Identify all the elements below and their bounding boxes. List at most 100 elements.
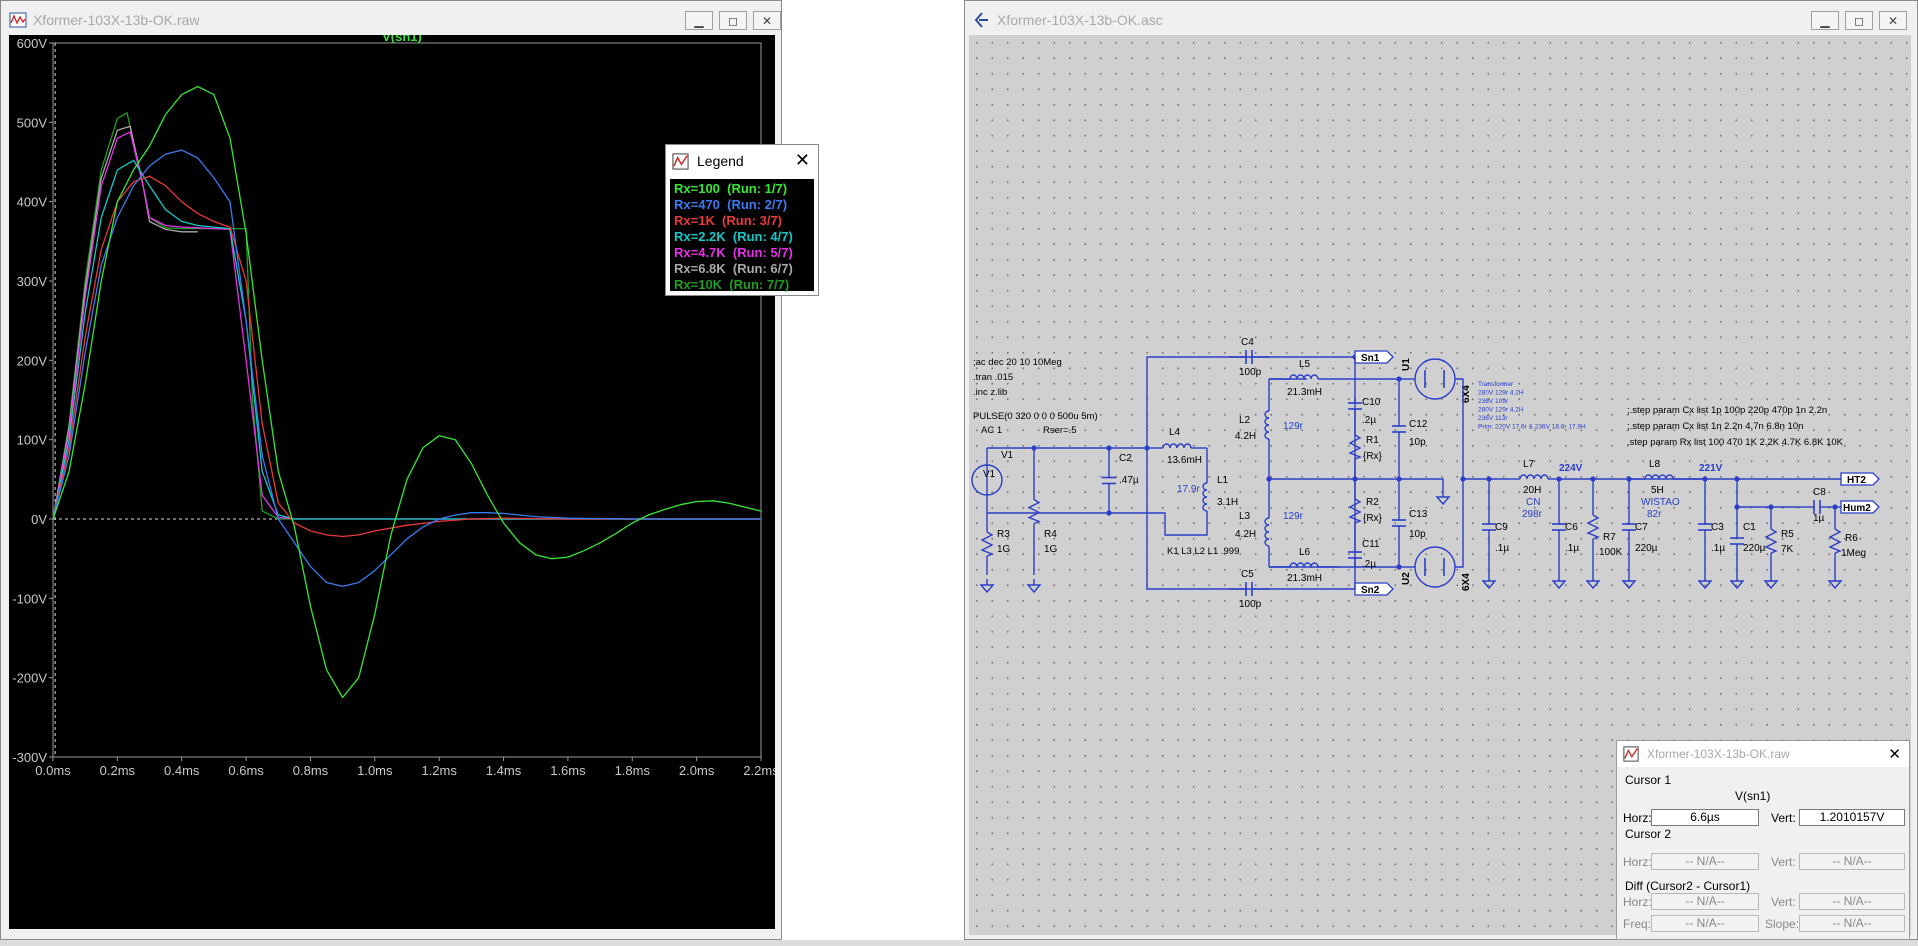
c10-label: C10 [1362,397,1381,408]
c8-value: 1µ [1813,513,1825,524]
c7-value: 220µ [1635,543,1658,554]
series-line-5[interactable] [52,131,761,520]
waveform-titlebar[interactable]: Xformer-103X-13b-OK.raw [1,1,781,39]
u2-label: U2 [1401,572,1412,585]
maximize-icon: ◻ [728,13,738,28]
u2-icon [1414,546,1456,588]
r7-label: R7 [1603,532,1616,543]
c6-value: .1µ [1565,543,1579,554]
rser-label: Rser=.5 [1043,425,1077,436]
series-line-4[interactable] [52,159,761,520]
l2-value: 4.2H [1235,431,1256,442]
x-tick-label: 0.4ms [164,763,200,778]
schematic-maximize-button[interactable]: ◻ [1845,11,1873,30]
transformer-note: 280V 129r 4.2H [1478,390,1524,397]
legend-entry[interactable]: Rx=2.2K (Run: 4/7) [674,229,793,244]
c13-label: C13 [1409,509,1428,520]
diff-slope-label: Slope: [1765,917,1800,931]
node-voltage-224: 224V [1559,463,1583,474]
r6-label: R6 [1845,533,1858,544]
coupling-directive: K1 L3 L2 L1 .999 [1167,546,1239,557]
r7-icon [1586,514,1600,540]
cursor1-horz-field[interactable]: 6.6µs [1651,809,1759,826]
waveform-close-button[interactable]: ✕ [753,11,781,30]
l1-value: 3.1H [1217,497,1238,508]
hum2-net-flag [1840,500,1880,514]
x-tick-label: 0.0ms [35,763,71,778]
transformer-note: 280V 129r 4.2H [1478,407,1524,414]
cursor-panel[interactable]: Xformer-103X-13b-OK.raw ✕ Cursor 1 V(sn1… [1616,740,1910,940]
waveform-maximize-button[interactable]: ◻ [719,11,747,30]
diff-freq-field[interactable]: -- N/A-- [1651,915,1759,932]
l4-icon [1162,443,1192,449]
legend-entry[interactable]: Rx=6.8K (Run: 6/7) [674,261,793,276]
cursor2-vert-field[interactable]: -- N/A-- [1799,853,1905,870]
u1-label: U1 [1401,358,1412,371]
diff-vert-field[interactable]: -- N/A-- [1799,893,1905,910]
legend-entry[interactable]: Rx=100 (Run: 1/7) [674,181,788,196]
r7-value: 100K [1599,547,1623,558]
legend-entry[interactable]: Rx=1K (Run: 3/7) [674,213,782,228]
legend-entry[interactable]: Rx=4.7K (Run: 5/7) [674,245,793,260]
cursor-panel-title: Xformer-103X-13b-OK.raw [1647,747,1790,761]
c4-value: 100p [1239,367,1262,378]
cursor1-label: Cursor 1 [1625,773,1672,787]
legend-entry[interactable]: Rx=10K (Run: 7/7) [674,277,790,292]
junction-dot [1266,476,1272,482]
c11-label: C11 [1362,539,1380,550]
u2-type: 6X4 [1461,573,1472,591]
cursor-panel-titlebar[interactable]: Xformer-103X-13b-OK.raw ✕ [1617,741,1909,767]
ground-icon [1763,580,1779,590]
tube-cathodes [1455,378,1464,568]
y-tick-label: 0V [31,512,47,527]
cursor1-vert-field[interactable]: 1.2010157V [1799,809,1905,826]
series-line-3[interactable] [52,175,761,538]
legend-entry[interactable]: Rx=470 (Run: 2/7) [674,197,788,212]
schematic-close-button[interactable]: ✕ [1879,11,1907,30]
diff-horz-field[interactable]: -- N/A-- [1651,893,1759,910]
waveform-minimize-button[interactable]: ▁ [685,11,713,30]
l6-icon [1289,562,1319,568]
schematic-app-icon [974,12,988,28]
series-line-1[interactable] [52,85,762,699]
ht2-net-flag [1840,472,1880,486]
c10-value: .2µ [1362,415,1376,426]
x-tick-label: 0.8ms [293,763,329,778]
l8-label: L8 [1649,459,1661,470]
l5-icon [1289,374,1319,380]
y-tick-label: -300V [12,750,47,765]
c9-value: .1µ [1495,543,1509,554]
series-line-7[interactable] [52,112,761,520]
series-line-2[interactable] [52,149,761,588]
r6-icon [1828,528,1842,554]
ht2-label: HT2 [1847,475,1866,486]
cursor1-horz-label: Horz: [1623,811,1652,825]
l7-label: L7 [1523,459,1535,470]
x-tick-label: 1.2ms [421,763,457,778]
legend-header[interactable]: Legend ✕ [666,145,818,177]
v1-label: V1 [983,469,996,480]
schematic-window[interactable]: Xformer-103X-13b-OK.asc ▁ ◻ ✕ ;ac dec 20… [964,0,1918,940]
cursor-panel-close-icon[interactable]: ✕ [1888,746,1901,763]
legend-close-icon[interactable]: ✕ [794,150,810,170]
legend-window[interactable]: Legend ✕ Rx=100 (Run: 1/7)Rx=470 (Run: 2… [665,144,819,296]
schematic-drawing[interactable]: ;ac dec 20 10 10Meg.tran .015.inc z.libP… [969,35,1911,935]
c2-label: C2 [1119,453,1132,464]
r4-label: R4 [1044,529,1057,540]
trace-label[interactable]: V(sn1) [382,35,422,44]
cursor2-horz-field[interactable]: -- N/A-- [1651,853,1759,870]
x-tick-label: 1.6ms [550,763,586,778]
ground-icon [979,584,995,594]
legend-body: Rx=100 (Run: 1/7)Rx=470 (Run: 2/7)Rx=1K … [670,179,814,292]
schematic-minimize-button[interactable]: ▁ [1811,11,1839,30]
r2-value: {Rx} [1363,513,1383,524]
series-line-6[interactable] [52,125,198,520]
schematic-titlebar[interactable]: Xformer-103X-13b-OK.asc [965,1,1917,39]
waveform-chart[interactable]: 600V500V400V300V200V100V0V-100V-200V-300… [9,35,775,929]
diff-slope-field[interactable]: -- N/A-- [1799,915,1905,932]
ground-icon [1827,580,1843,590]
c7-label: C7 [1635,522,1648,533]
